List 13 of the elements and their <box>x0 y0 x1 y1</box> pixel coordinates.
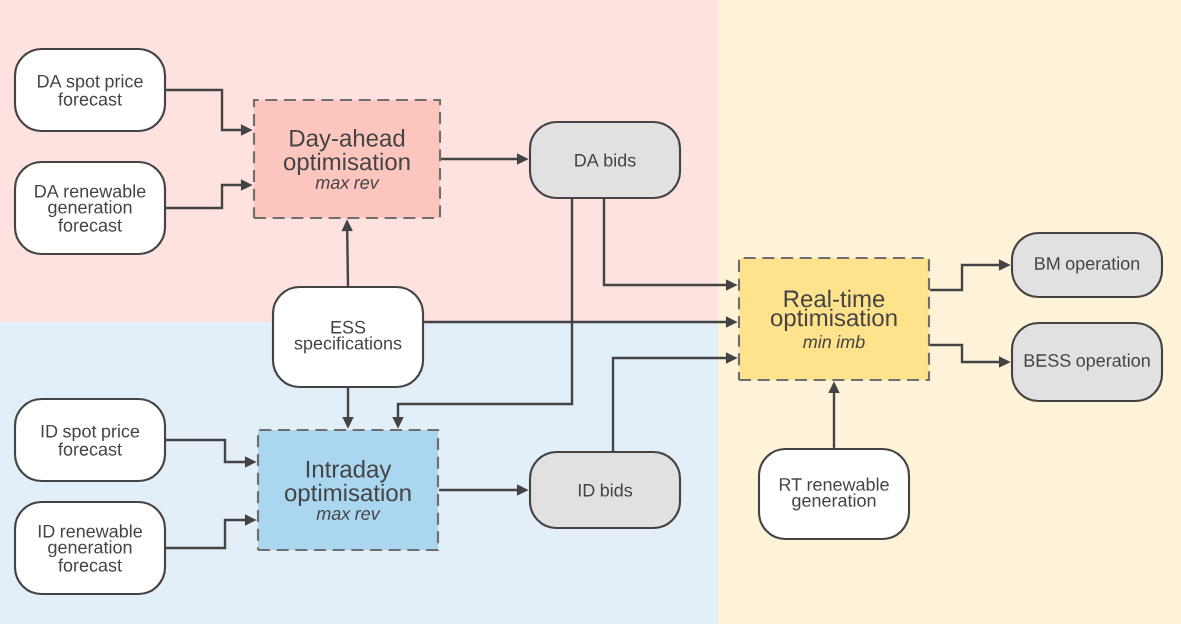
rounded-box: ID renewable generation forecast <box>13 500 167 596</box>
rounded-box: RT renewable generation <box>757 447 911 541</box>
rounded-box: DA spot price forecast <box>13 47 167 133</box>
rounded-box: BESS operation <box>1010 321 1164 403</box>
rounded-box: DA renewable generation forecast <box>13 160 167 256</box>
rounded-box: ESS specifications <box>271 285 425 389</box>
rounded-box: ID spot price forecast <box>13 397 167 483</box>
rounded-box: BM operation <box>1010 231 1164 299</box>
rounded-box: ID bids <box>528 450 682 530</box>
process-box: Intraday optimisation max rev <box>256 428 440 552</box>
process-box: Day-ahead optimisation max rev <box>252 98 442 220</box>
process-box: Real-time optimisation min imb <box>737 256 931 382</box>
rounded-box: DA bids <box>528 120 682 200</box>
